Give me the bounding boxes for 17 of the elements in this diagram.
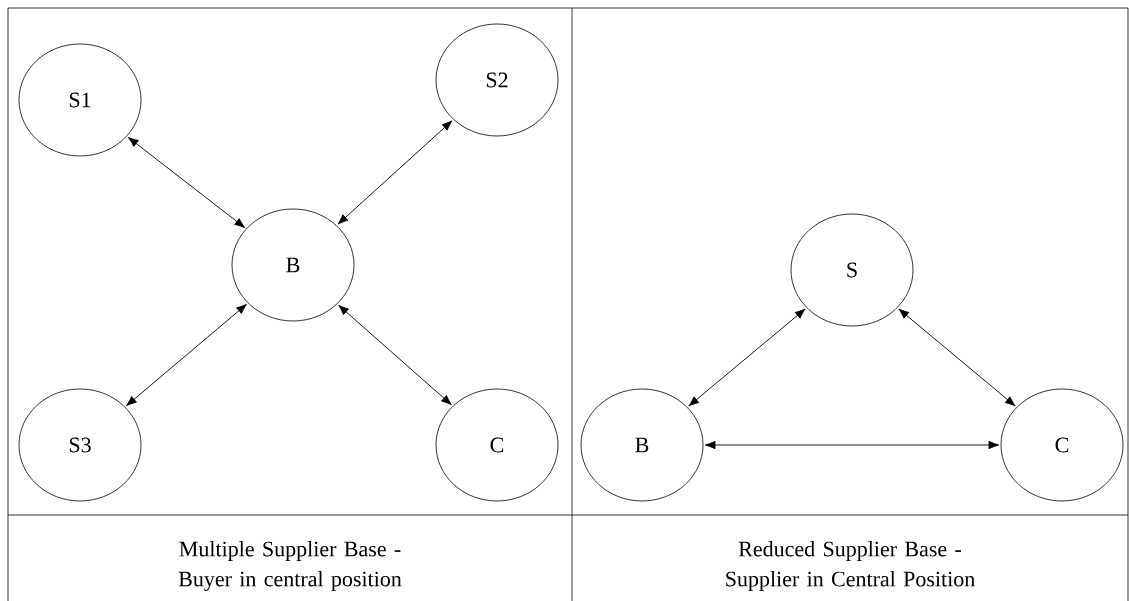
- arrow: [338, 304, 452, 406]
- arrow: [688, 308, 806, 407]
- ellipse-node: S2: [435, 23, 559, 137]
- ellipse-node: S3: [18, 388, 142, 502]
- caption: Reduced Supplier Base - Supplier in Central Position: [726, 541, 975, 591]
- ellipse-node: S: [790, 213, 914, 327]
- arrow: [704, 440, 1000, 450]
- ellipse-node: B: [231, 208, 355, 322]
- arrow: [898, 308, 1016, 407]
- arrow: [127, 137, 246, 228]
- ellipse-node: C: [1000, 388, 1124, 502]
- caption: Multiple Supplier Base - Buyer in central position: [178, 541, 402, 591]
- arrow: [126, 303, 247, 407]
- arrow: [337, 120, 453, 225]
- ellipse-node: C: [435, 388, 559, 502]
- ellipse-node: S1: [18, 43, 142, 157]
- ellipse-node: B: [580, 388, 704, 502]
